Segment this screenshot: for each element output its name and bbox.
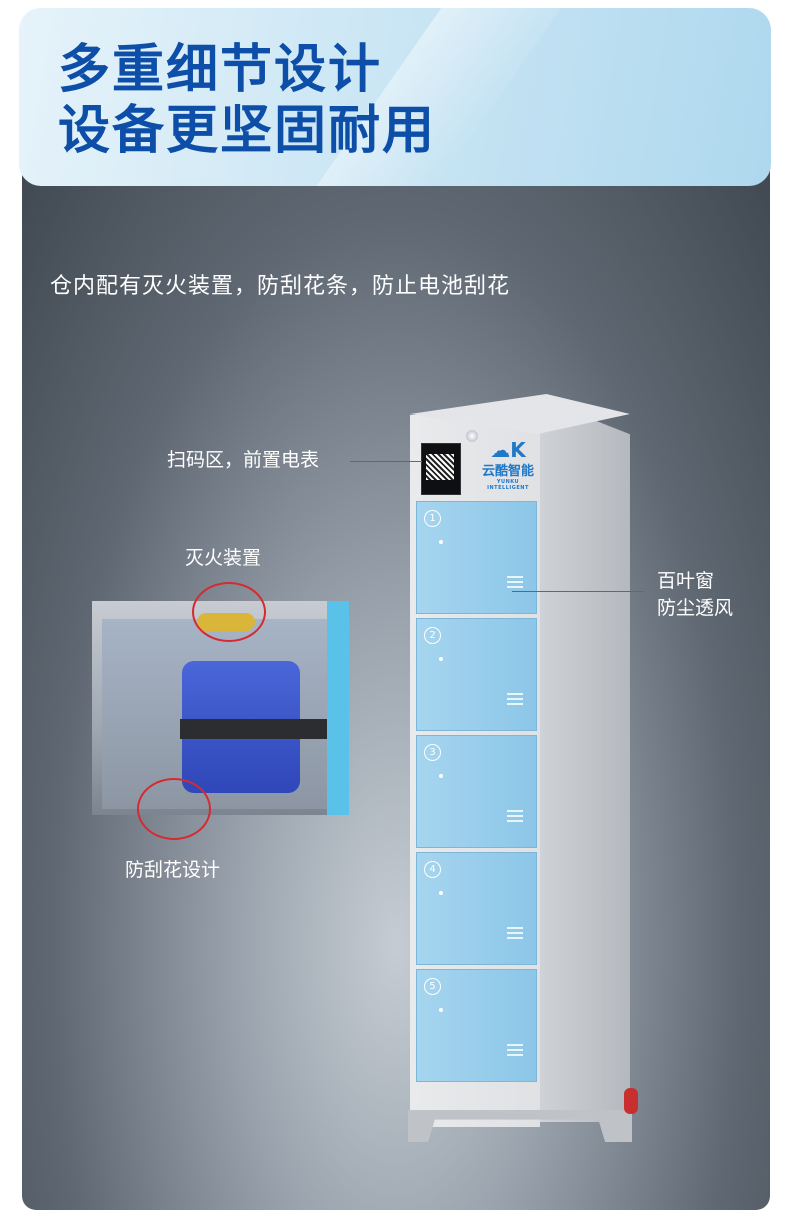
vent-icon	[507, 927, 523, 941]
brand-logo: ☁K 云酷智能 YUNKU INTELLIGENT	[478, 440, 538, 491]
header-banner	[19, 8, 771, 186]
locker-door[interactable]: 3	[416, 735, 537, 848]
compartment-photo	[92, 601, 349, 815]
vent-icon	[507, 1044, 523, 1058]
callout-vent-2: 防尘透风	[657, 597, 734, 619]
door-number: 2	[424, 627, 441, 644]
door-edge	[327, 601, 349, 815]
locker-door[interactable]: 5	[416, 969, 537, 1082]
fire-highlight-circle	[192, 582, 266, 642]
qr-code-icon	[426, 454, 454, 480]
battery-strap	[180, 719, 330, 739]
cabinet-side	[538, 398, 630, 1122]
keyhole-icon	[439, 657, 443, 661]
cloud-k-icon: ☁K	[490, 438, 526, 462]
brand-name-en: YUNKU INTELLIGENT	[487, 479, 529, 491]
callout-scratch: 防刮花设计	[125, 859, 221, 881]
keyhole-icon	[439, 774, 443, 778]
locker-door[interactable]: 4	[416, 852, 537, 965]
locker-door[interactable]: 1	[416, 501, 537, 614]
callout-line-scan	[350, 461, 422, 462]
door-number: 5	[424, 978, 441, 995]
keyhole-icon	[439, 891, 443, 895]
callout-scan: 扫码区，前置电表	[167, 449, 320, 471]
wheel-icon	[624, 1088, 638, 1114]
callout-line-vent	[512, 591, 644, 592]
title-line-1: 多重细节设计	[58, 40, 383, 100]
callout-fire: 灭火装置	[185, 547, 262, 569]
subtitle: 仓内配有灭火装置，防刮花条，防止电池刮花	[50, 274, 511, 299]
vent-icon	[507, 576, 523, 590]
title-line-2: 设备更坚固耐用	[58, 101, 437, 161]
door-number: 4	[424, 861, 441, 878]
lock-icon	[466, 430, 478, 442]
keyhole-icon	[439, 540, 443, 544]
brand-name: 云酷智能	[481, 464, 534, 479]
locker-door[interactable]: 2	[416, 618, 537, 731]
door-number: 3	[424, 744, 441, 761]
vent-icon	[507, 693, 523, 707]
scratch-highlight-circle	[137, 778, 211, 840]
callout-vent-1: 百叶窗	[657, 570, 715, 592]
keyhole-icon	[439, 1008, 443, 1012]
door-number: 1	[424, 510, 441, 527]
vent-icon	[507, 810, 523, 824]
